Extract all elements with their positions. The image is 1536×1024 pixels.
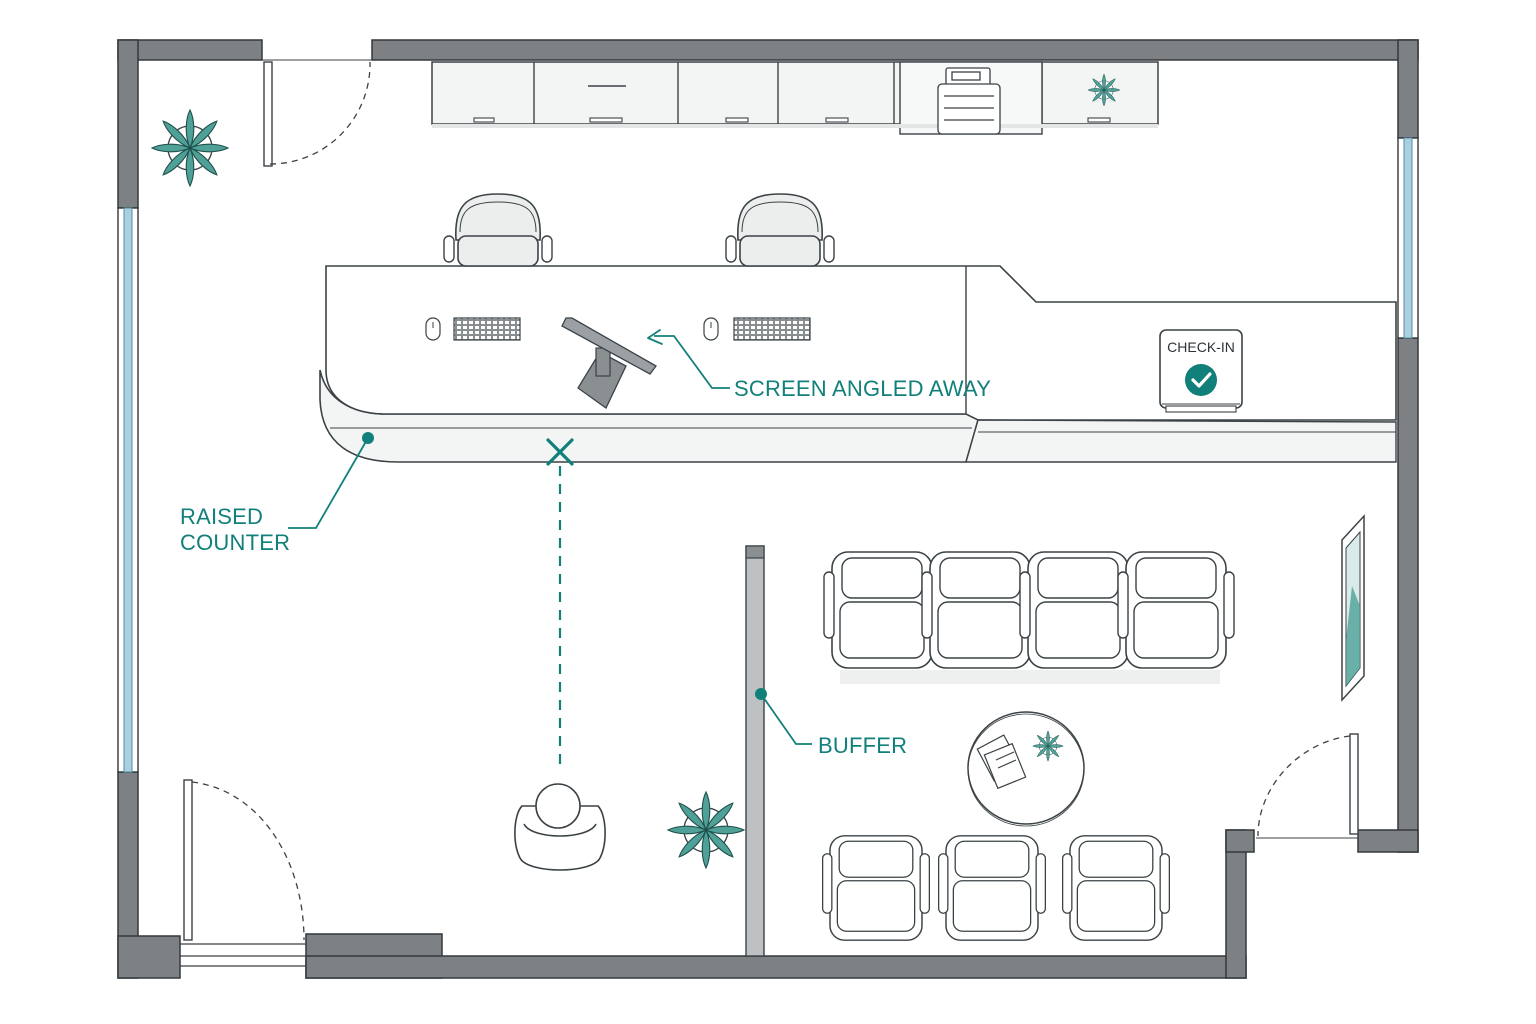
- annotation-raised-counter: RAISED COUNTER: [180, 432, 374, 555]
- monitor-angled: [561, 317, 657, 409]
- check-in-kiosk[interactable]: CHECK-IN: [1159, 329, 1243, 413]
- plant-cabinet: [1087, 73, 1121, 107]
- x-mark-icon: [546, 438, 574, 466]
- check-in-label: CHECK-IN: [1167, 339, 1235, 355]
- sightline: [546, 438, 574, 770]
- annotation-screen-angled-away: SCREEN ANGLED AWAY: [647, 329, 991, 401]
- door-bottom-left[interactable]: [180, 779, 306, 967]
- annotation-buffer: BUFFER: [755, 688, 907, 758]
- window-left: [117, 207, 139, 773]
- person-icon: [514, 783, 606, 871]
- door-top-left[interactable]: [262, 59, 372, 167]
- buffer-partition: [745, 545, 765, 957]
- raised-counter-label-line1: RAISED: [180, 504, 263, 529]
- waiting-seats-row-top: [823, 551, 1235, 684]
- screen-angled-away-label: SCREEN ANGLED AWAY: [734, 376, 991, 401]
- raised-counter-label-line2: COUNTER: [180, 530, 290, 555]
- coffee-table: [967, 711, 1085, 827]
- waiting-seats-row-bottom: [821, 835, 1171, 941]
- wall-tv: [1341, 514, 1365, 702]
- checkmark-icon: [1185, 364, 1217, 396]
- printer: [937, 67, 1001, 135]
- window-right: [1397, 137, 1419, 339]
- top-cabinets: [431, 61, 1159, 135]
- buffer-label: BUFFER: [818, 733, 907, 758]
- workstation-left: [425, 317, 521, 341]
- magazines-icon: [976, 734, 1027, 790]
- plant-bottom: [667, 791, 745, 869]
- door-bottom-right[interactable]: [1256, 733, 1359, 839]
- exterior-walls: [117, 39, 1419, 979]
- workstation-right: [703, 317, 811, 341]
- plant-top-left: [151, 109, 229, 187]
